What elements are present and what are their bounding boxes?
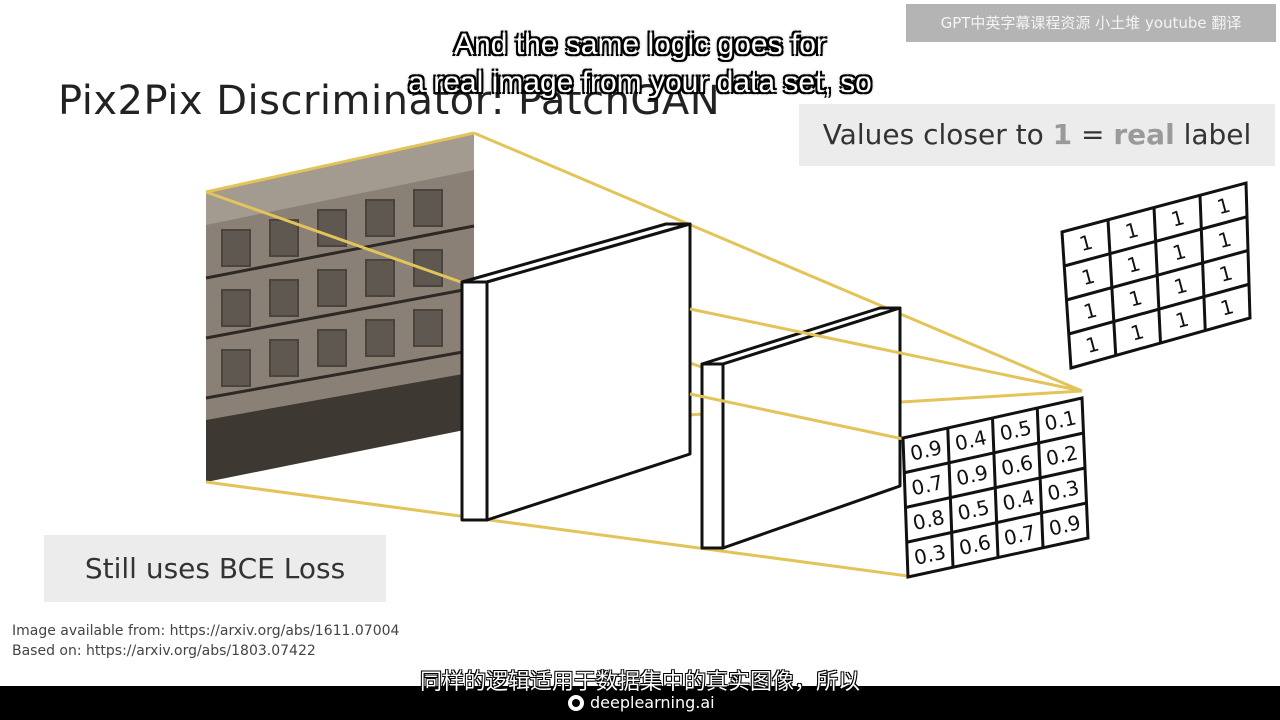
- label-grid-cell: 1: [1124, 251, 1142, 277]
- callout-suffix: label: [1174, 118, 1252, 151]
- callout-number: 1: [1052, 118, 1073, 151]
- real-label-callout: Values closer to 1 = real label: [799, 104, 1275, 166]
- label-grid-cell: 1: [1171, 273, 1189, 299]
- bce-loss-callout: Still uses BCE Loss: [44, 535, 386, 602]
- label-grid-col-line: [1106, 219, 1118, 356]
- brand-name: deeplearning.ai: [590, 693, 715, 712]
- label-grid-cell: 1: [1173, 307, 1191, 333]
- callout-word-real: real: [1113, 118, 1175, 151]
- chinese-subtitle: 同样的逻辑适用于数据集中的真实图像，所以: [419, 670, 860, 695]
- citation-based-on: Based on: https://arxiv.org/abs/1803.074…: [12, 643, 316, 659]
- label-grid-cell: 1: [1126, 285, 1144, 311]
- label-grid-cell: 1: [1079, 264, 1097, 290]
- label-grid-cell: 1: [1077, 230, 1095, 256]
- english-subtitle-line-1: And the same logic goes for: [454, 28, 826, 61]
- callout-equals: =: [1072, 118, 1114, 151]
- label-grid-cell: 1: [1215, 227, 1233, 253]
- english-subtitle-line-2: a real image from your data set, so: [408, 66, 872, 99]
- feature-block-1: [460, 222, 692, 522]
- label-grid-col-line: [1198, 195, 1207, 331]
- label-grid-cell: 1: [1123, 217, 1141, 243]
- label-grid-cell: 1: [1214, 193, 1232, 219]
- label-grid-cell: 1: [1168, 205, 1186, 231]
- deeplearning-logo-icon: [568, 695, 584, 711]
- label-grid-cell: 1: [1083, 332, 1101, 358]
- citation-image-source: Image available from: https://arxiv.org/…: [12, 623, 400, 639]
- output-grid-col-line: [991, 417, 1000, 558]
- watermark: GPT中英字幕课程资源 小土堆 youtube 翻译: [906, 4, 1276, 42]
- label-grid-cell: 1: [1081, 298, 1099, 324]
- label-grid-cell: 1: [1170, 239, 1188, 265]
- brand: deeplearning.ai: [568, 690, 715, 716]
- label-grid-cell: 1: [1128, 319, 1146, 345]
- label-grid-col-line: [1152, 207, 1162, 344]
- feature-block-2: [700, 306, 902, 550]
- slide-title: Pix2Pix Discriminator: PatchGAN: [58, 78, 721, 124]
- projection-lines-front: [689, 307, 1083, 442]
- english-subtitle: And the same logic goes for a real image…: [300, 26, 980, 102]
- label-grid-cell: 1: [1217, 260, 1235, 286]
- output-grid-col-line: [1035, 407, 1045, 548]
- citations: Image available from: https://arxiv.org/…: [12, 621, 399, 661]
- label-grid-cell: 1: [1218, 294, 1236, 320]
- input-building-image: [205, 133, 475, 482]
- output-grid-col-line: [946, 427, 955, 568]
- callout-prefix: Values closer to: [822, 118, 1053, 151]
- bottom-bar: [0, 686, 1280, 720]
